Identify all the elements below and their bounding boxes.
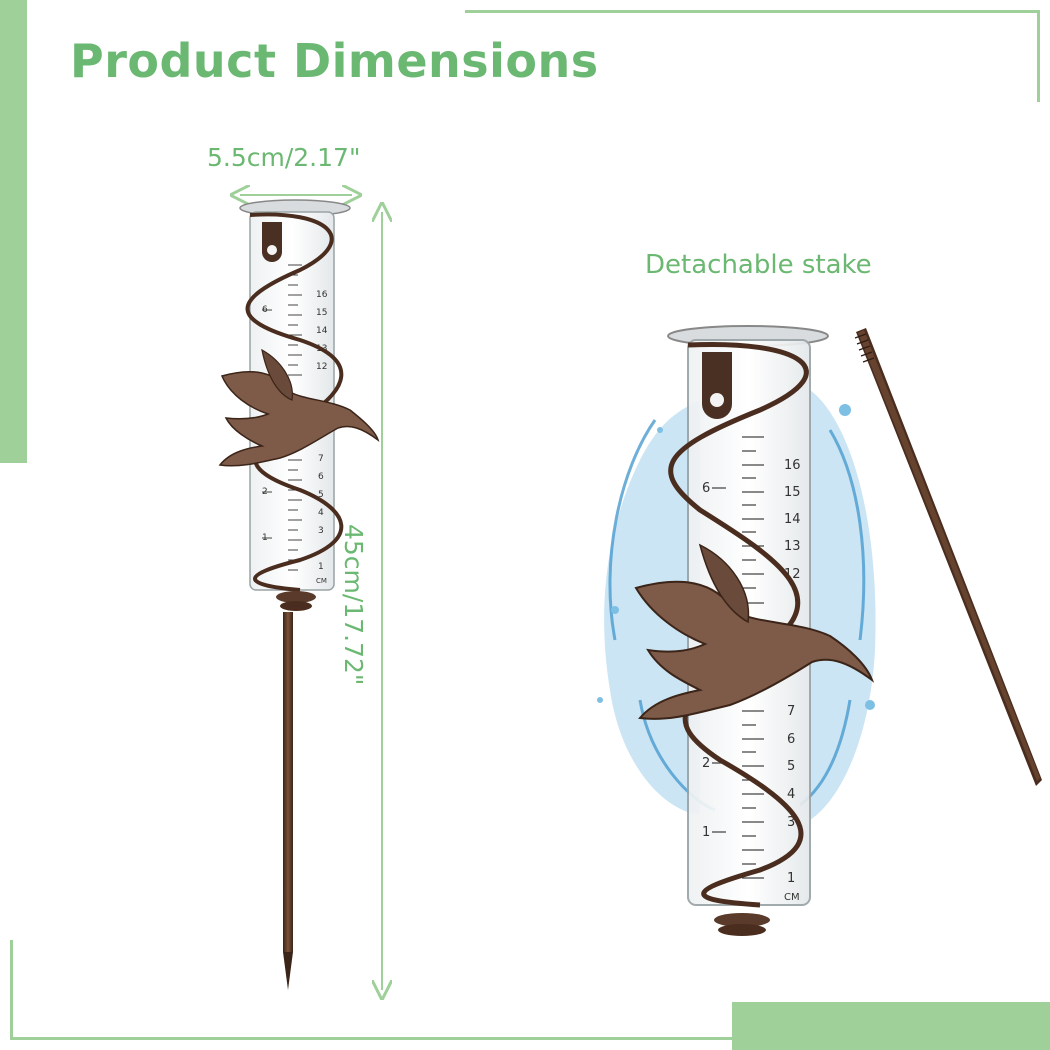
page-title: Product Dimensions xyxy=(70,34,599,88)
gauge-left-cm-5: 5 xyxy=(318,490,324,500)
gauge-left-cm-15: 15 xyxy=(316,308,327,318)
gauge-right-cm-6: 6 xyxy=(787,732,795,747)
gauge-right-cm-4: 4 xyxy=(787,787,795,802)
frame-line-top xyxy=(465,10,1040,13)
detachable-stake-label: Detachable stake xyxy=(645,250,872,280)
gauge-left-unit: CM xyxy=(316,577,327,585)
rain-gauge-left: 16 15 14 13 12 7 6 5 4 3 1 6 2 1 CM xyxy=(218,199,380,990)
gauge-right-cm-13: 13 xyxy=(784,539,801,554)
detachable-stake xyxy=(854,328,1042,786)
gauge-left-cm-3: 3 xyxy=(318,526,324,536)
gauge-left-cm-16: 16 xyxy=(316,290,328,300)
gauge-right-cm-16: 16 xyxy=(784,458,801,473)
gauge-left-cm-12: 12 xyxy=(316,362,327,372)
gauge-left-in-6: 6 xyxy=(262,305,268,315)
gauge-left-in-2: 2 xyxy=(262,487,268,497)
gauge-right-in-1: 1 xyxy=(702,825,710,840)
accent-bar-bottom xyxy=(732,1002,1050,1050)
gauge-right-in-2: 2 xyxy=(702,756,710,771)
width-dimension-label: 5.5cm/2.17" xyxy=(207,143,361,172)
gauge-right-cm-14: 14 xyxy=(784,512,801,527)
gauge-left-in-1: 1 xyxy=(262,533,268,543)
frame-line-bottom xyxy=(10,1037,732,1040)
gauge-left-cm-1: 1 xyxy=(318,562,324,572)
frame-line-left xyxy=(10,940,13,1040)
gauge-left-cm-14: 14 xyxy=(316,326,328,336)
gauge-left-cm-6: 6 xyxy=(318,472,324,482)
frame-line-right xyxy=(1037,10,1040,102)
gauge-right-unit: CM xyxy=(784,892,800,903)
gauge-left-cm-4: 4 xyxy=(318,508,324,518)
gauge-right-cm-5: 5 xyxy=(787,759,795,774)
gauge-right-cm-1: 1 xyxy=(787,871,795,886)
accent-bar-left xyxy=(0,0,27,463)
gauge-right-in-6: 6 xyxy=(702,481,710,496)
gauge-left-cm-7: 7 xyxy=(318,454,324,464)
gauge-right-cm-15: 15 xyxy=(784,485,801,500)
rain-gauge-right: 16 15 14 13 12 7 6 5 4 3 1 6 2 1 CM xyxy=(597,325,876,936)
gauge-right-cm-7: 7 xyxy=(787,704,795,719)
gauge-right-cm-3: 3 xyxy=(787,815,795,830)
